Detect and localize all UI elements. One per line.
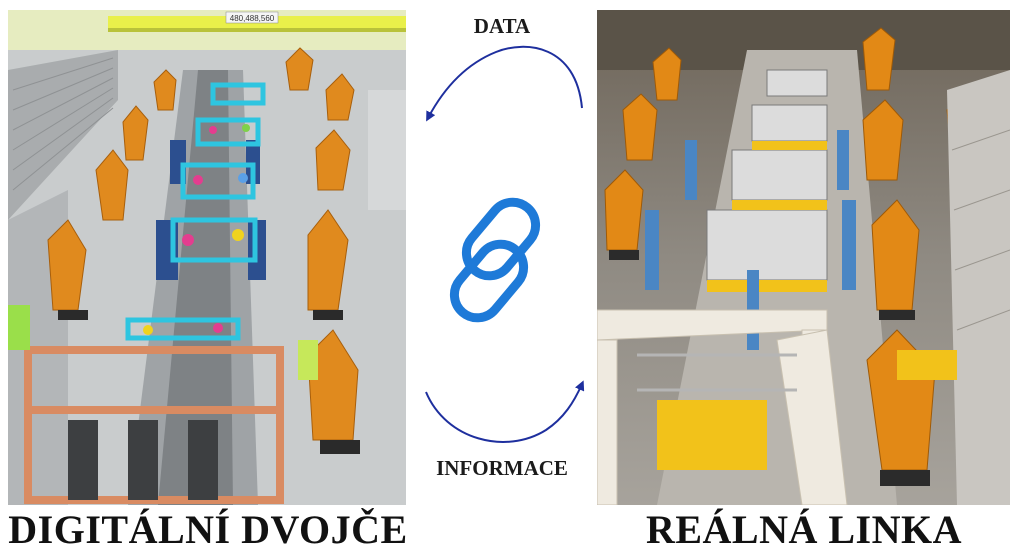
data-flow-arrow <box>426 45 583 122</box>
center-connector <box>425 45 585 443</box>
display-readout: 480,488,560 <box>230 14 275 23</box>
digital-twin-caption: DIGITÁLNÍ DVOJČE <box>8 507 408 552</box>
information-label: INFORMACE <box>436 456 568 480</box>
data-label: DATA <box>473 14 531 38</box>
real-line-caption: REÁLNÁ LINKA <box>645 507 963 552</box>
real-line-image <box>597 10 1010 505</box>
information-flow-arrow <box>425 380 585 443</box>
chain-link-icon <box>449 197 541 323</box>
digital-twin-image: 480,488,560 <box>8 10 406 505</box>
